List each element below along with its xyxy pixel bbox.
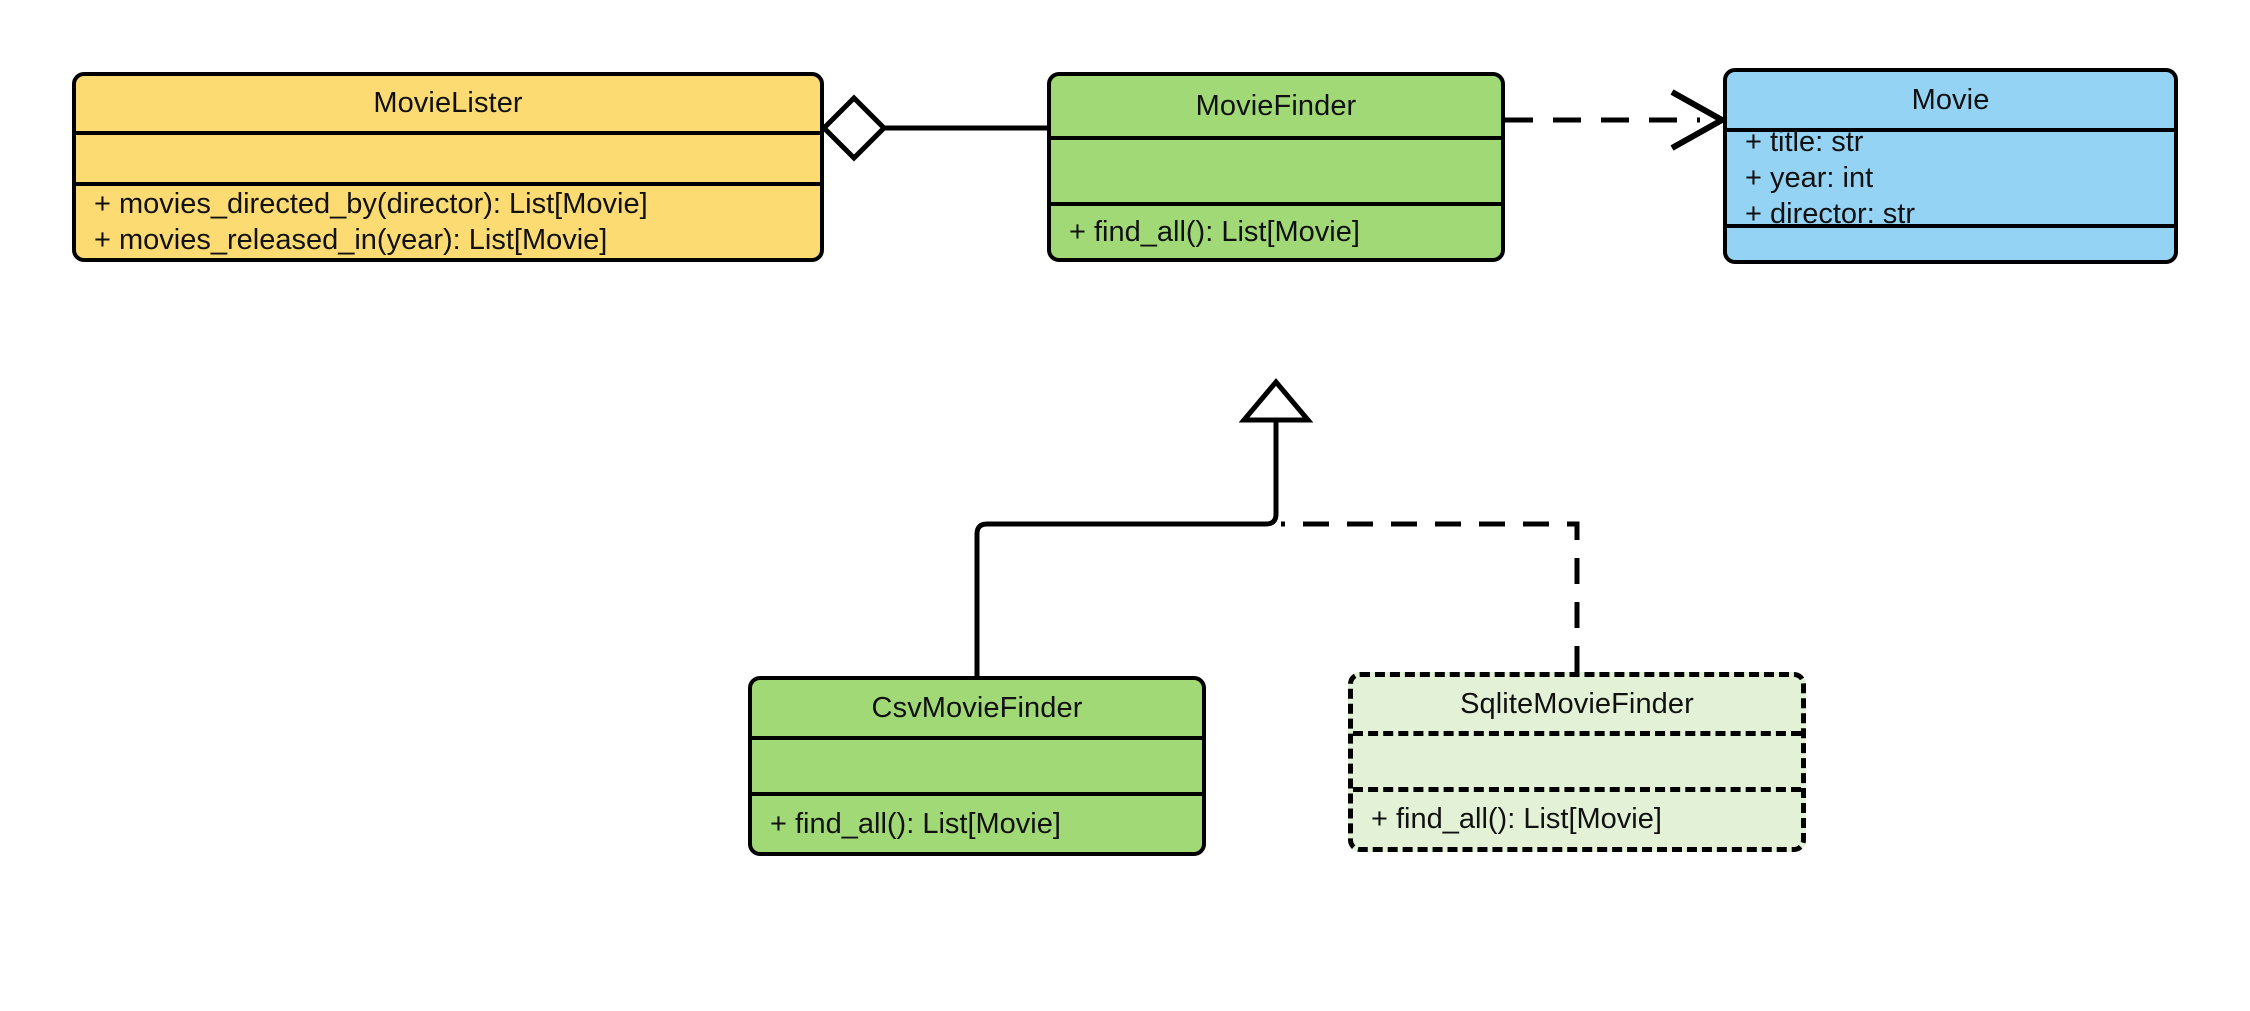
- class-name-compartment: SqliteMovieFinder: [1353, 677, 1801, 731]
- generalization-line-dashed: [1281, 521, 1580, 672]
- methods-compartment: [1727, 224, 2174, 260]
- methods-compartment: + find_all(): List[Movie]: [1353, 787, 1801, 847]
- uml-class-csvmoviefinder[interactable]: CsvMovieFinder + find_all(): List[Movie]: [748, 676, 1206, 856]
- method-item: + find_all(): List[Movie]: [1069, 215, 1360, 248]
- attributes-compartment: + title: str + year: int + director: str: [1727, 126, 2174, 230]
- relationship-generalization-sqlitemoviefinder-moviefinder[interactable]: [1281, 521, 1580, 672]
- method-item: + find_all(): List[Movie]: [770, 807, 1061, 840]
- attributes-compartment: [1051, 136, 1501, 202]
- methods-compartment: + find_all(): List[Movie]: [1051, 202, 1501, 258]
- class-name-compartment: CsvMovieFinder: [752, 680, 1202, 736]
- generalization-line-solid: [974, 418, 1279, 676]
- uml-class-movielister[interactable]: MovieLister + movies_directed_by(directo…: [72, 72, 824, 262]
- hollow-triangle-icon: [1238, 378, 1314, 423]
- method-item: + find_all(): List[Movie]: [1371, 803, 1662, 836]
- uml-class-movie[interactable]: Movie + title: str + year: int + directo…: [1723, 68, 2178, 264]
- attributes-compartment: [752, 736, 1202, 792]
- class-title: MovieFinder: [1195, 89, 1357, 122]
- relationship-generalization-csvmoviefinder-moviefinder[interactable]: [974, 378, 1314, 676]
- relationship-dependency-moviefinder-movie[interactable]: [1505, 89, 1729, 151]
- class-title: CsvMovieFinder: [871, 691, 1083, 724]
- method-item: + movies_released_in(year): List[Movie]: [94, 223, 608, 256]
- attributes-compartment: [1353, 731, 1801, 787]
- open-arrow-icon: [1670, 89, 1729, 151]
- class-title: Movie: [1911, 83, 1990, 116]
- class-title: SqliteMovieFinder: [1460, 687, 1694, 720]
- class-name-compartment: Movie: [1727, 72, 2174, 128]
- hollow-diamond-icon: [820, 94, 888, 162]
- methods-compartment: + movies_directed_by(director): List[Mov…: [76, 181, 820, 259]
- class-name-compartment: MovieFinder: [1051, 76, 1501, 136]
- method-item: + movies_directed_by(director): List[Mov…: [94, 187, 648, 220]
- uml-class-moviefinder[interactable]: MovieFinder + find_all(): List[Movie]: [1047, 72, 1505, 262]
- uml-class-sqlitemoviefinder[interactable]: SqliteMovieFinder + find_all(): List[Mov…: [1348, 672, 1806, 852]
- attribute-item: + year: int: [1745, 161, 1874, 194]
- relationship-aggregation-movielister-moviefinder[interactable]: [820, 94, 1047, 162]
- attribute-item: + title: str: [1745, 125, 1864, 158]
- methods-compartment: + find_all(): List[Movie]: [752, 792, 1202, 852]
- class-title: MovieLister: [373, 87, 523, 120]
- class-name-compartment: MovieLister: [76, 76, 820, 131]
- attributes-compartment: [76, 131, 820, 181]
